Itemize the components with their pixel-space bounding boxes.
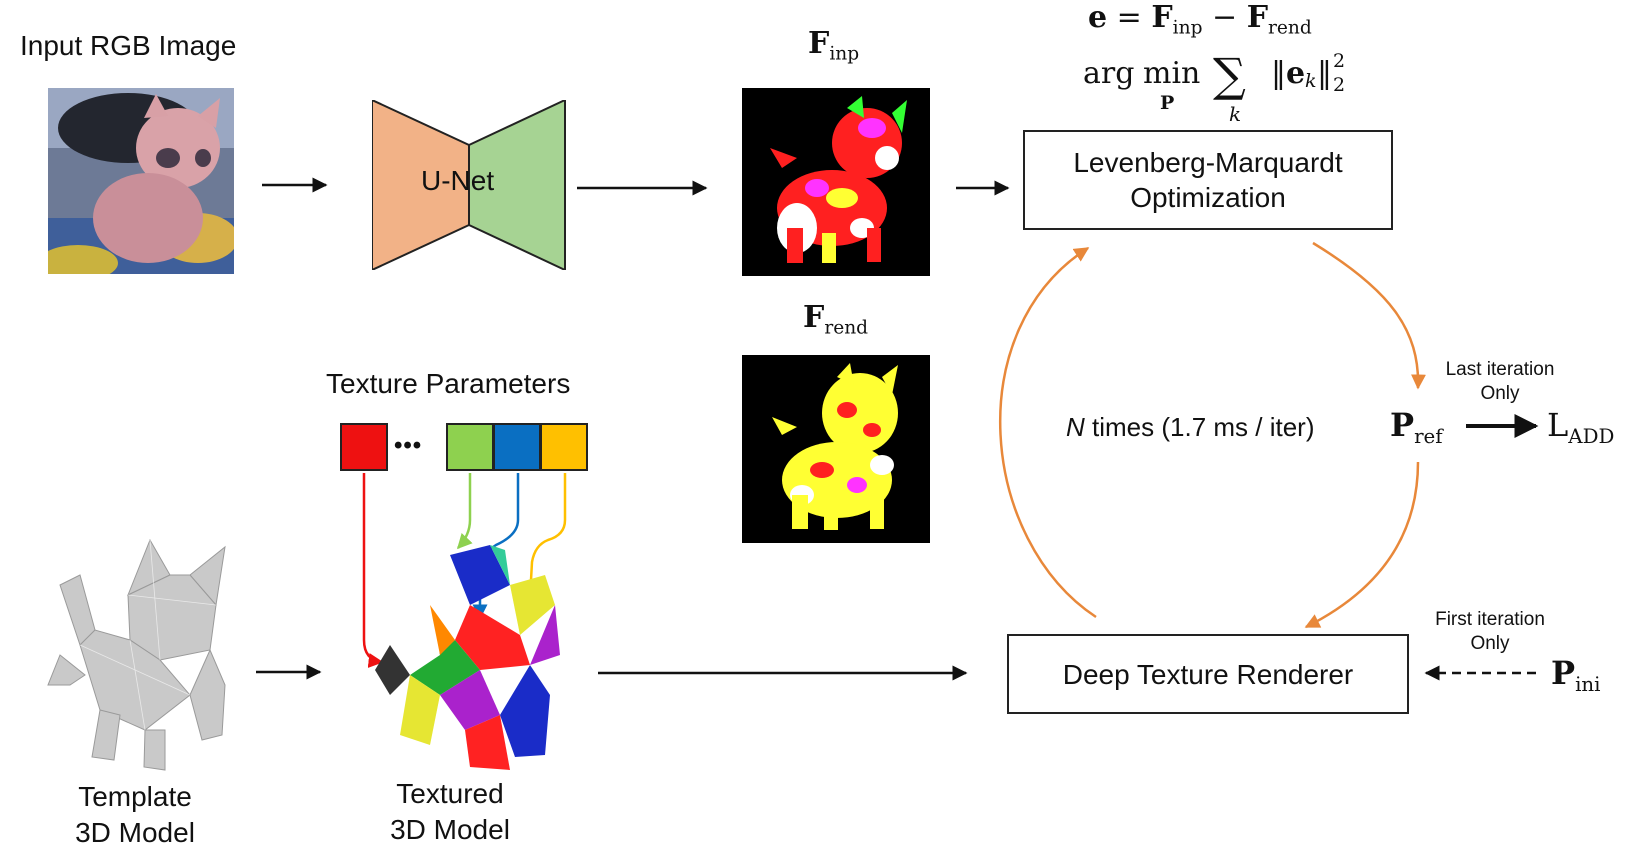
input-rgb-image bbox=[48, 88, 234, 274]
unet-label: U-Net bbox=[421, 165, 495, 196]
texture-swatch-red bbox=[340, 423, 388, 471]
textured-label: Textured 3D Model bbox=[390, 778, 510, 845]
f-rend-feature-map bbox=[742, 355, 930, 543]
loop-iterations-label: N times (1.7 ms / iter) bbox=[1066, 412, 1315, 442]
texture-swatch-yellow bbox=[540, 423, 588, 471]
p-ref-label: Pref bbox=[1390, 406, 1443, 448]
unet-shape bbox=[372, 100, 566, 270]
deep-texture-renderer-box: Deep Texture Renderer bbox=[1007, 634, 1409, 714]
loop-arrow-pref-to-renderer bbox=[1304, 461, 1420, 629]
template-label: Template 3D Model bbox=[75, 781, 195, 848]
texture-ellipsis: ••• bbox=[394, 432, 423, 459]
tex-connector-red bbox=[362, 473, 384, 668]
loop-arrow-renderer-to-lm bbox=[998, 246, 1097, 619]
tex-connector-green bbox=[456, 473, 473, 550]
last-iteration-note: Last iteration Only bbox=[1445, 359, 1555, 404]
f-rend-label: Frend bbox=[803, 300, 869, 339]
template-3d-model bbox=[47, 538, 226, 771]
lm-line-1: Levenberg-Marquardt bbox=[1073, 147, 1343, 178]
loop-arrow-lm-to-pref bbox=[1312, 241, 1426, 390]
first-iteration-note: First iteration Only bbox=[1435, 609, 1545, 654]
f-inp-feature-map bbox=[742, 88, 930, 276]
levenberg-marquardt-box: Levenberg-Marquardt Optimization bbox=[1023, 130, 1393, 230]
texture-swatch-green bbox=[446, 423, 494, 471]
p-ini-label: Pini bbox=[1551, 654, 1601, 696]
input-image-label: Input RGB Image bbox=[20, 30, 237, 61]
texture-swatch-blue bbox=[493, 423, 541, 471]
tex-connector-yellow bbox=[523, 473, 567, 600]
f-inp-label: Finp bbox=[808, 26, 860, 65]
equation-line-2: arg min P ∑ k ‖ e k ‖ 2 2 bbox=[1083, 48, 1346, 126]
l-add-label: LADD bbox=[1547, 406, 1615, 448]
texture-parameters-label: Texture Parameters bbox=[326, 368, 571, 399]
lm-line-2: Optimization bbox=[1130, 182, 1286, 213]
renderer-label: Deep Texture Renderer bbox=[1062, 658, 1354, 690]
textured-3d-model bbox=[375, 545, 560, 770]
equation-line-1: e = Finp − Frend bbox=[1088, 0, 1312, 39]
